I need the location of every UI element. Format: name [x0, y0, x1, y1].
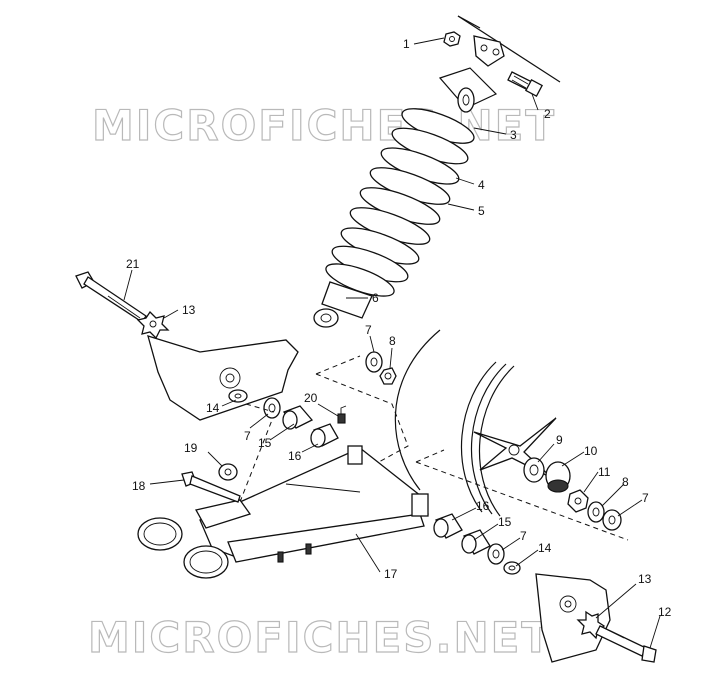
callout-11: 11: [598, 465, 611, 479]
callout-14-right: 14: [538, 541, 552, 555]
callout-9: 9: [556, 433, 563, 447]
washer-part-14-right: [503, 561, 521, 575]
callout-16-left: 16: [288, 449, 302, 463]
left-mount-plate: [147, 335, 299, 421]
callout-21: 21: [126, 257, 140, 271]
washer-part-8-right: [587, 501, 605, 523]
callout-19: 19: [184, 441, 198, 455]
callout-4: 4: [478, 178, 485, 192]
callout-7-right: 7: [642, 491, 649, 505]
nut-part-11: [567, 489, 589, 513]
callout-7-left: 7: [244, 429, 251, 443]
callout-3: 3: [510, 128, 517, 142]
shock-lower-body-part-6: [313, 281, 373, 328]
callout-7-upper: 7: [365, 323, 372, 337]
bearing-part-10: [545, 461, 571, 493]
callout-13-lower: 13: [638, 572, 652, 586]
watermark-bottom: MICROFICHES.NET: [88, 613, 552, 662]
washer-part-14-left: [228, 389, 248, 403]
callout-1: 1: [403, 37, 410, 51]
bolt-part-2: [507, 71, 543, 97]
callout-7-lower: 7: [520, 529, 527, 543]
callout-15-left: 15: [258, 436, 272, 450]
upper-frame-bracket: [438, 15, 561, 109]
nut-part-19: [218, 463, 238, 481]
a-arm-part-17: [137, 445, 429, 579]
washer-part-7-left: [263, 397, 281, 419]
grease-fitting-part-20: [337, 405, 347, 424]
callout-14-left: 14: [206, 401, 220, 415]
spacer-part-9: [523, 457, 545, 483]
callout-15-right: 15: [498, 515, 512, 529]
washer-part-7-right: [602, 509, 622, 531]
star-washer-part-13-upper: [136, 310, 170, 340]
bushing-part-16-left: [310, 423, 339, 448]
bolt-part-21: [75, 271, 147, 323]
callout-2: 2: [544, 107, 551, 121]
bushing-part-3: [457, 87, 475, 113]
callout-12: 12: [658, 605, 672, 619]
bolt-part-18: [181, 471, 241, 503]
watermark-top: MICROFICHES.NET: [92, 101, 556, 150]
callout-16-right: 16: [476, 499, 490, 513]
callout-13-upper: 13: [182, 303, 196, 317]
nut-part-1: [443, 31, 461, 47]
callout-10: 10: [584, 444, 598, 458]
callout-17: 17: [384, 567, 398, 581]
washer-part-7-upper: [365, 351, 383, 373]
bushing-part-16-right: [433, 513, 463, 539]
bushing-part-15-left: [282, 405, 314, 430]
bolt-part-12: [595, 625, 657, 663]
callout-6: 6: [372, 291, 379, 305]
callout-8-right: 8: [622, 475, 629, 489]
bushing-part-15-right: [461, 529, 491, 555]
leader-lines: [123, 37, 661, 649]
nut-part-8-upper: [379, 367, 397, 385]
washer-part-7-lower: [487, 543, 505, 565]
callout-20: 20: [304, 391, 318, 405]
callout-5: 5: [478, 204, 485, 218]
callout-8-upper: 8: [389, 334, 396, 348]
shock-spring: [325, 108, 475, 297]
callout-18: 18: [132, 479, 146, 493]
wheel-rim: [394, 329, 515, 517]
